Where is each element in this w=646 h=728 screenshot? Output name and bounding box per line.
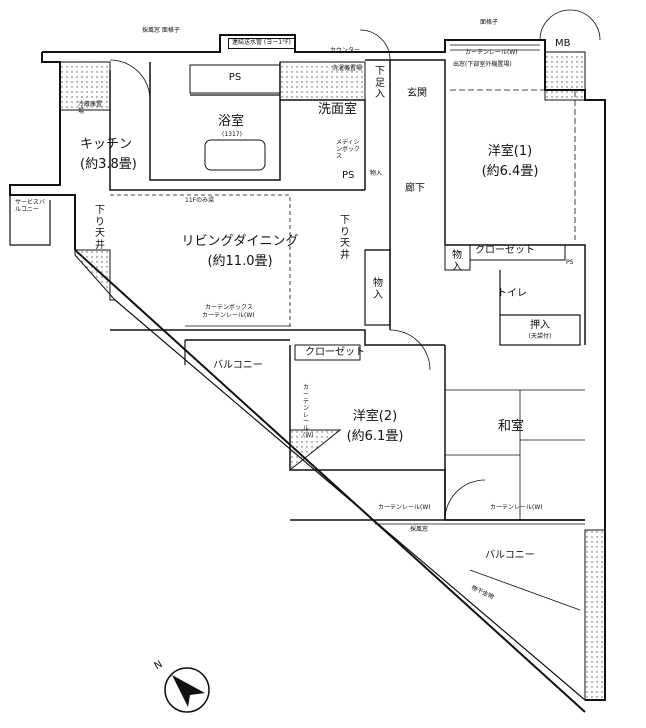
service-balcony	[9, 195, 51, 246]
western1-name: 洋室(1)	[487, 144, 533, 159]
compass-icon	[164, 667, 210, 713]
japanese-room-name: 和室	[498, 419, 525, 434]
living-name: リビングダイニング	[181, 234, 299, 249]
closet2-label: クローゼット	[305, 347, 365, 358]
service-balcony-label: サービスバルコニー	[15, 199, 46, 213]
toilet-name: トイレ	[497, 288, 527, 299]
washroom-name: 洗面室	[318, 102, 358, 117]
oshiire-note: (天袋付)	[528, 333, 552, 340]
diagonal-wall	[74, 249, 586, 713]
shoe-box-label: 下足入	[375, 66, 385, 100]
curtain-rail-w2: カーテンレール(W)	[378, 504, 431, 511]
medicine-box-label: メディシンボックス	[336, 139, 361, 160]
oshiire-name: 押入	[530, 320, 550, 331]
balcony-main-name: バルコニー	[485, 550, 535, 561]
western1-size: (約6.4畳)	[481, 164, 539, 179]
curtain-rail-top: カーテンレール(W)	[465, 49, 518, 56]
ps-label: PS	[228, 72, 242, 83]
western2-name: 洋室(2)	[352, 409, 398, 424]
lowered-ceiling-1: 下り天井	[95, 205, 105, 251]
hallway-name: 廊下	[405, 183, 425, 194]
washer-label: 洗濯機置場	[332, 65, 363, 72]
kitchen-size: (約3.8畳)	[80, 157, 137, 172]
fridge-label: 冷蔵庫置場	[78, 101, 103, 115]
standpipe-label: 連結送水管 (ヨー1°F)	[228, 38, 295, 49]
entrance-name: 玄関	[407, 88, 427, 99]
curtain-rail-side: カーテンレール(W)	[303, 384, 314, 440]
ps-label-2: PS	[342, 170, 355, 181]
ps-label-3: PS	[566, 259, 574, 266]
storage1-label: 物入	[370, 170, 383, 177]
bath-size: (1317)	[222, 131, 242, 138]
curtain-box-label: カーテンボックス	[205, 304, 253, 311]
balcony-diagonal	[114, 299, 586, 701]
closet1-label: クローゼット	[475, 245, 535, 256]
storage2-label: 物入	[373, 278, 383, 301]
living-size: (約11.0畳)	[207, 254, 273, 269]
bath-name: 浴室	[218, 114, 245, 129]
storage3-label: 物入	[452, 250, 462, 273]
lowered-ceiling-2: 下り天井	[340, 215, 350, 261]
kitchen-name: キッチン	[80, 137, 133, 152]
curtain-rail-jp: カーテンレール(W)	[490, 504, 543, 511]
beam-note: 11Fのみ梁	[185, 197, 215, 204]
mb-label: MB	[555, 38, 571, 49]
outer-wall	[42, 34, 606, 701]
outer-wall-left	[9, 52, 76, 250]
window-grille-label: 採風窓 面格子	[142, 27, 180, 34]
curtain-rail-living: カーテンレール(W)	[202, 312, 255, 319]
counter-label: カウンター	[330, 47, 361, 54]
bay-window-label: 出窓(下部室外機置場)	[453, 61, 512, 68]
western2-size: (約6.1畳)	[346, 429, 404, 444]
grille-label: 面格子	[480, 19, 499, 26]
balcony-mid-name: バルコニー	[213, 360, 263, 371]
window-bottom-label: 採風窓	[410, 526, 429, 533]
